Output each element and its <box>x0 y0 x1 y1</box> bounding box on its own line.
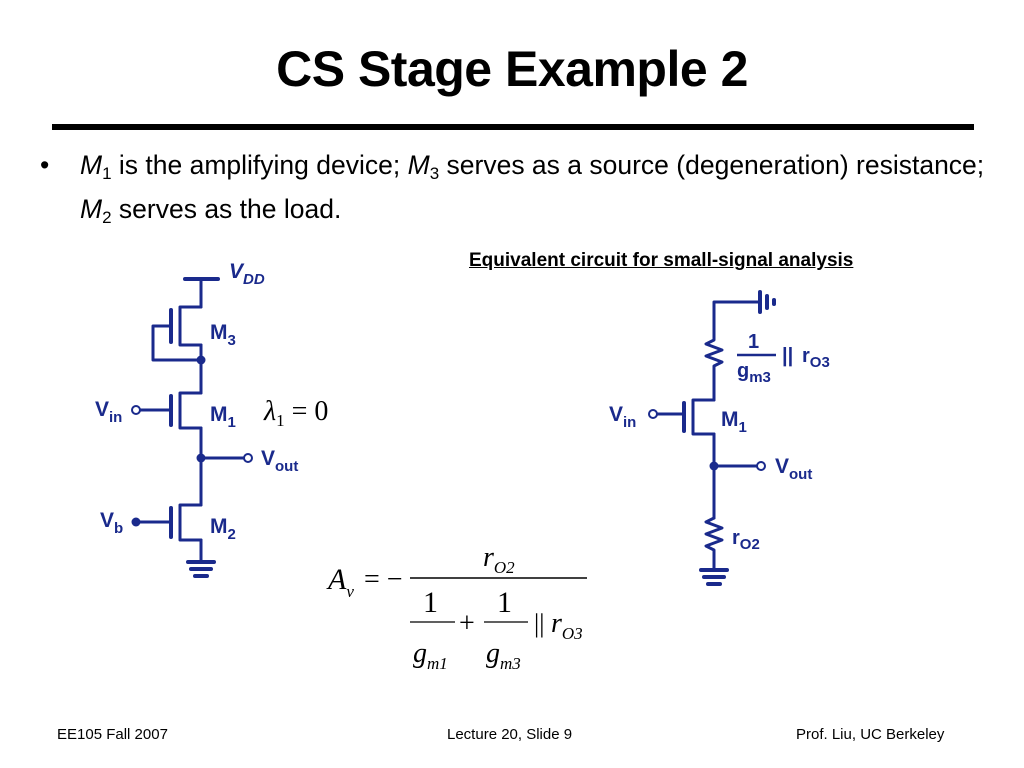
parallel-operator: || <box>534 609 544 638</box>
av-symbol: Av <box>326 563 354 601</box>
ro3-label: rO3 <box>802 345 830 371</box>
ro3-term: rO3 <box>551 608 583 643</box>
footer-center: Lecture 20, Slide 9 <box>447 726 573 743</box>
top-wire <box>712 300 760 329</box>
frac-numerator: 1 <box>748 331 759 353</box>
node-m3-drain <box>196 355 206 365</box>
vdd-label: VDD <box>229 260 265 288</box>
vout-eq-terminal <box>756 461 766 471</box>
m3-subscript: 3 <box>429 164 440 183</box>
m2-symbol: M <box>80 194 103 224</box>
title-underline <box>52 124 974 130</box>
m3-diode-connection <box>151 324 203 362</box>
gain-equation: Av = − rO2 1 gm1 + 1 gm3 || rO3 <box>326 542 587 673</box>
vout-terminal <box>243 453 253 463</box>
bullet-symbol: • <box>40 150 50 180</box>
m1-label: M1 <box>210 403 236 431</box>
m3-label: M3 <box>210 321 236 349</box>
node-vb <box>131 517 141 527</box>
frac-denominator: gm3 <box>737 360 771 386</box>
bullet-text: M1 is the amplifying device; M3 serves a… <box>80 143 1000 231</box>
m2-label: M2 <box>210 515 236 543</box>
resistor-source <box>704 325 724 402</box>
one-a: 1 <box>423 586 438 619</box>
gm3: gm3 <box>486 638 521 673</box>
footer-left: EE105 Fall 2007 <box>57 726 168 743</box>
m1-eq-channel <box>691 398 716 436</box>
equals-minus: = − <box>364 564 403 595</box>
vin-label: Vin <box>95 398 122 426</box>
vb-label: Vb <box>100 509 123 537</box>
lambda-equation: λ1 = 0 <box>263 396 328 430</box>
bullet-part1: is the amplifying device; <box>111 150 408 180</box>
m1-subscript: 1 <box>102 164 112 183</box>
vin-terminal <box>131 405 141 415</box>
m2-channel <box>178 503 203 542</box>
vin-eq-terminal <box>648 409 658 419</box>
node-vout-eq <box>709 461 719 471</box>
gm1: gm1 <box>413 638 448 673</box>
gain-numerator: rO2 <box>483 542 515 577</box>
slide-title: CS Stage Example 2 <box>276 41 748 97</box>
left-circuit-nodes <box>131 355 253 527</box>
m1-channel <box>178 391 203 430</box>
m2-subscript: 2 <box>102 208 112 227</box>
bullet-part2: serves as a source (degeneration) resist… <box>439 150 985 180</box>
right-circuit <box>655 290 776 586</box>
footer-right: Prof. Liu, UC Berkeley <box>796 726 945 743</box>
m1-eq-label: M1 <box>721 408 747 436</box>
equivalent-circuit-caption: Equivalent circuit for small-signal anal… <box>469 250 854 271</box>
m3-channel <box>178 305 203 347</box>
node-vout <box>196 453 206 463</box>
left-circuit <box>134 277 246 578</box>
vout-label: Vout <box>261 447 298 475</box>
vout-eq-label: Vout <box>775 455 812 483</box>
m1-symbol: M <box>80 150 103 180</box>
plus-sign: + <box>459 608 475 639</box>
resistor-load <box>704 516 724 572</box>
one-b: 1 <box>497 586 512 619</box>
ro2-label: rO2 <box>732 527 760 553</box>
parallel-symbol: || <box>782 345 793 367</box>
vin-eq-label: Vin <box>609 403 636 431</box>
right-circuit-nodes <box>648 409 766 471</box>
bullet-part3: serves as the load. <box>111 194 342 224</box>
m3-symbol: M <box>407 150 430 180</box>
